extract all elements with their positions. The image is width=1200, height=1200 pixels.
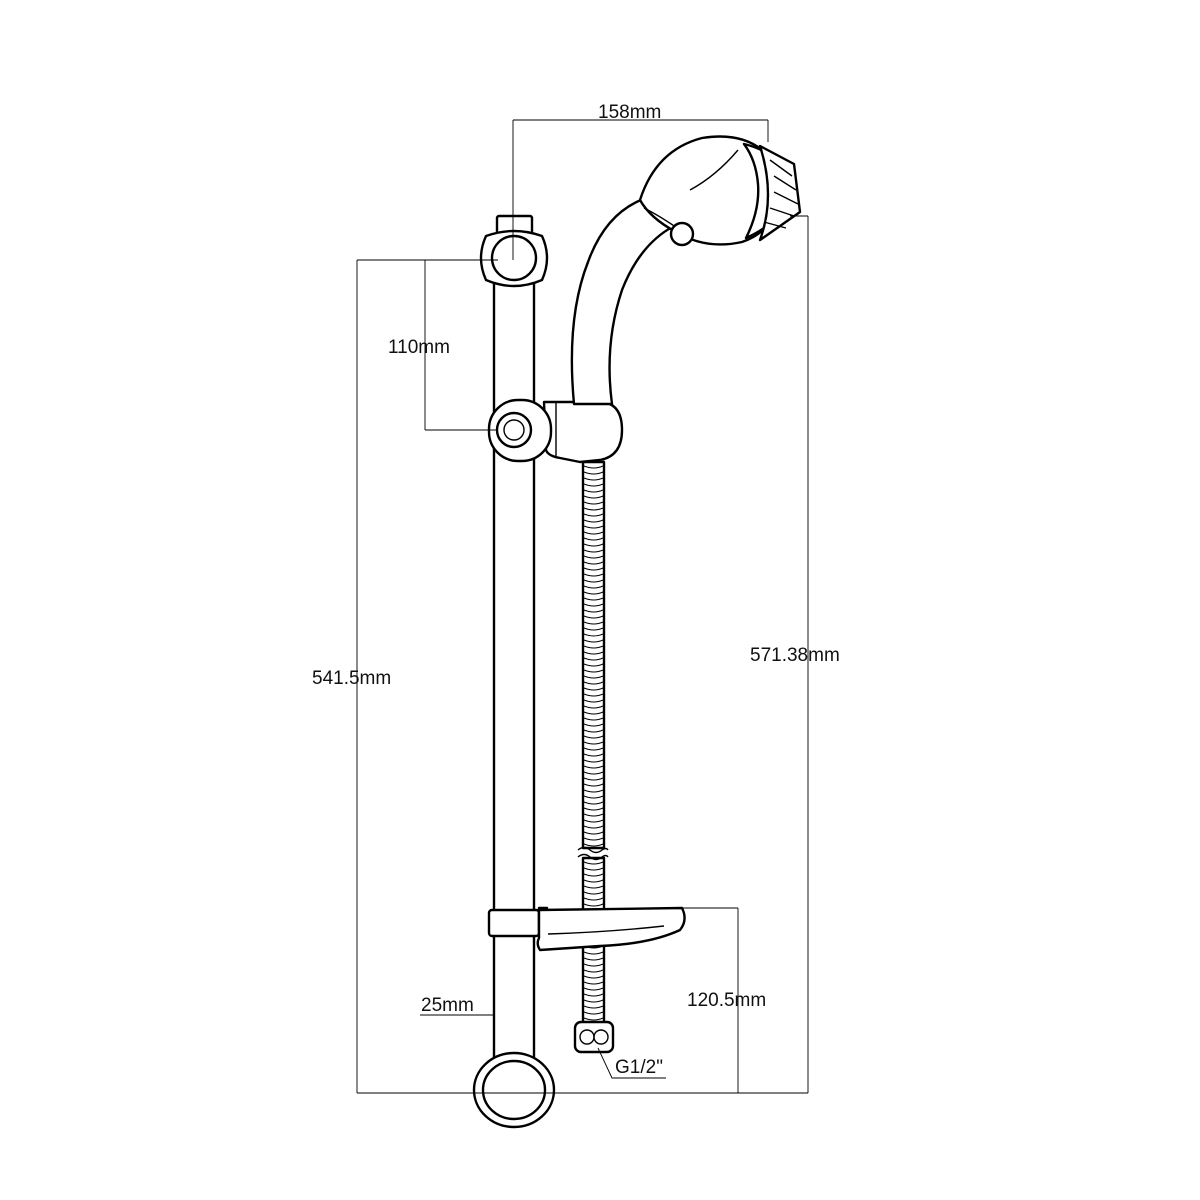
hose-connector-nut: [573, 1020, 615, 1054]
label-total-height: 571.38mm: [750, 645, 840, 666]
top-wall-bracket: [479, 214, 549, 288]
bottom-wall-bracket: [472, 1051, 556, 1129]
label-dish-height: 120.5mm: [687, 990, 766, 1011]
soap-dish: [487, 906, 686, 952]
shower-hose: [577, 460, 609, 1032]
dimension-labels: 158mm 110mm 541.5mm 571.38mm 25mm 120.5m…: [312, 102, 840, 1078]
slide-rail: [492, 250, 536, 1092]
label-hose-thread: G1/2": [615, 1057, 663, 1078]
hand-shower: [570, 135, 802, 406]
label-rail-diameter: 25mm: [421, 995, 474, 1016]
label-holder-spacing: 110mm: [388, 337, 450, 358]
label-rail-length: 541.5mm: [312, 668, 391, 689]
dimension-lines: [356, 119, 809, 1094]
label-head-width: 158mm: [598, 102, 661, 123]
handset-holder-slider: [487, 398, 624, 464]
